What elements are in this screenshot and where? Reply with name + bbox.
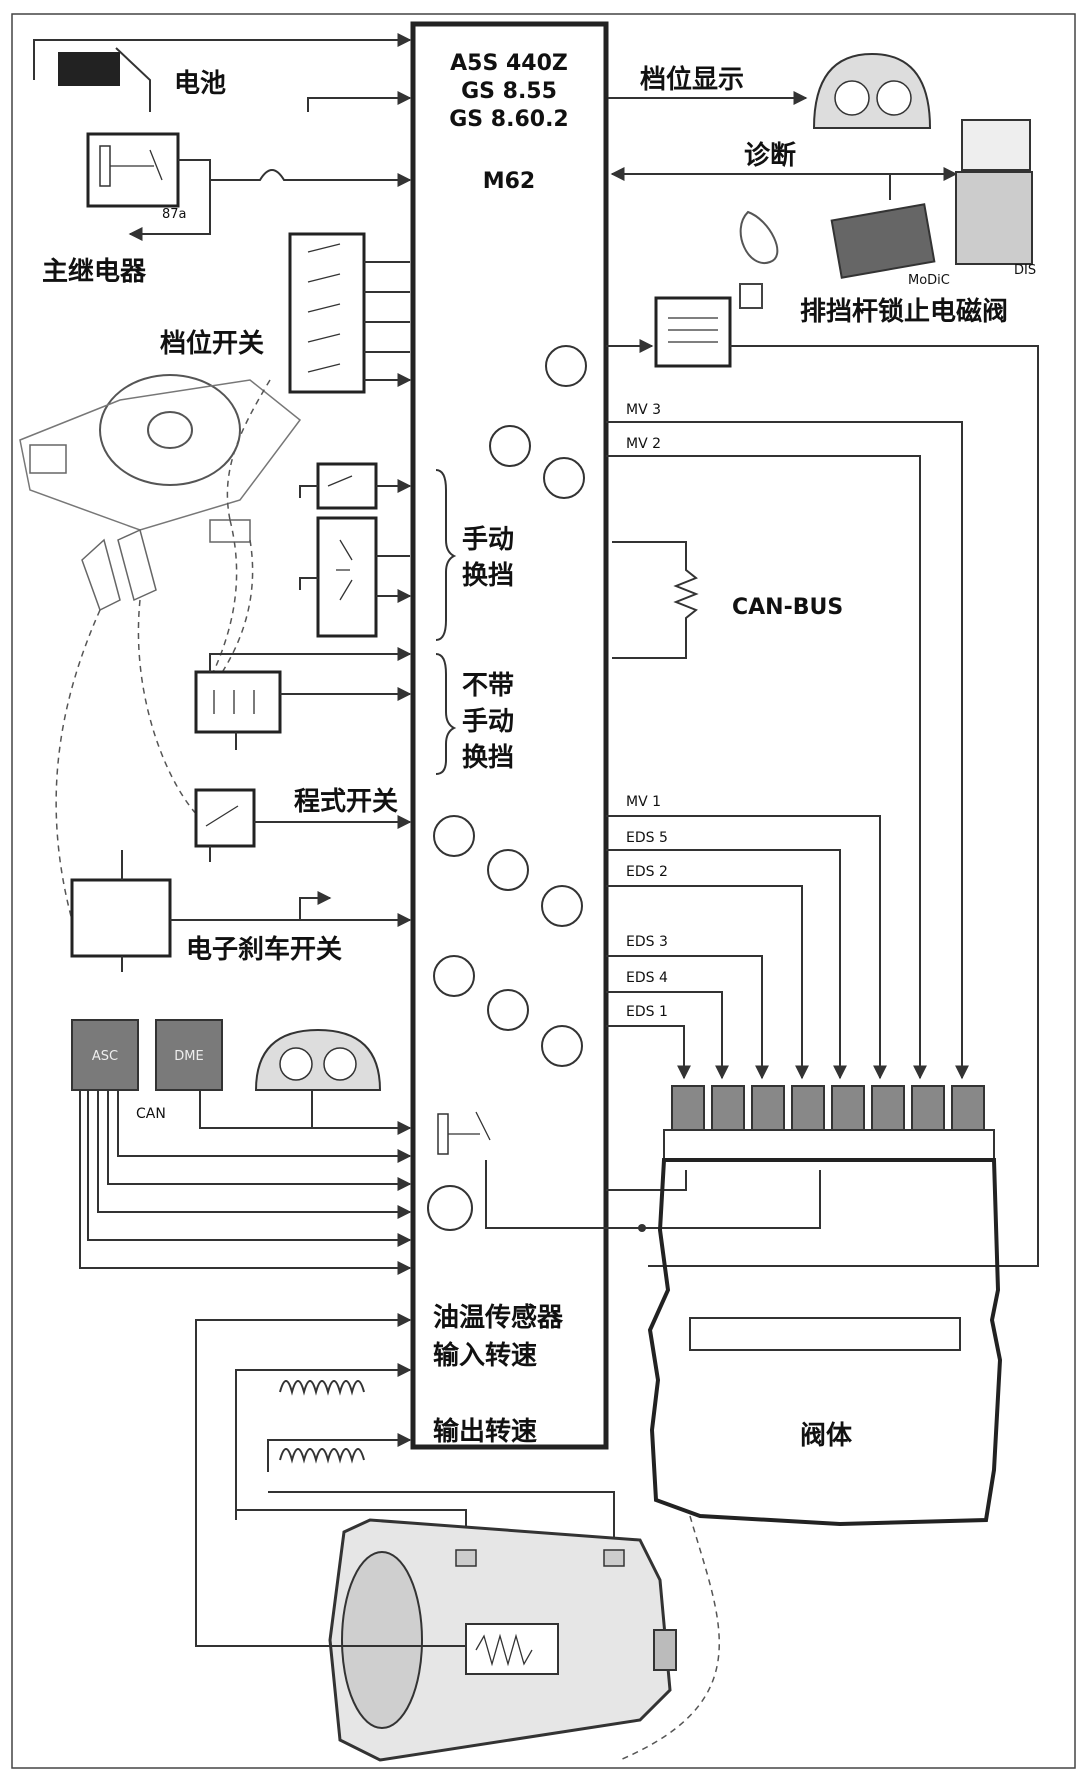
signal-mv1: MV 1 [626,794,661,810]
asc-module [71,1019,139,1091]
input-speed-wave [279,1380,365,1396]
gear-switch-label: 档位开关 [160,328,264,359]
signal-mv3: MV 3 [626,402,661,418]
brake-switch-box [70,878,172,958]
signal-eds4: EDS 4 [626,970,668,986]
program-switch-label: 程式开关 [294,787,398,817]
can-label: CAN [136,1106,166,1122]
no-manual-line-3: 换挡 [462,743,514,773]
shift-lever-icon [739,210,779,265]
shift-lock-label: 排挡杆锁止电磁阀 [800,296,1008,327]
ecu-box [410,21,609,1450]
solenoid-connectors [663,1085,995,1161]
gear-switch-box [288,232,366,394]
program-switch-group: 程式开关 [194,787,412,862]
solenoid-lines: MV 3 MV 2 MV 1 EDS 5 EDS 2 EDS 3 EDS 4 E… [606,402,969,1080]
signal-eds5: EDS 5 [626,830,668,846]
ecu-model-1: A5S 440Z [450,51,568,76]
gear-switch-group: 档位开关 [160,232,410,394]
gear-display-label: 档位显示 [640,64,744,95]
battery-icon [58,52,120,86]
ecu-model-2: GS 8.55 [461,79,557,104]
main-relay-box [86,132,180,208]
brake-switch-group: 电子刹车开关 [70,850,412,972]
instrument-cluster-left [254,1028,382,1091]
dme-module [155,1019,223,1091]
ecu-unit: A5S 440Z GS 8.55 GS 8.60.2 M62 油温传感器 输入转… [410,21,609,1450]
shift-lock-group: 排挡杆锁止电磁阀 [606,210,1039,1267]
no-manual-switch [194,670,282,734]
main-relay-group: 87a 主继电器 [42,132,412,287]
output-speed-label: 输出转速 [433,1416,537,1447]
dis-cart [955,171,1033,265]
manual-switch-1 [316,462,378,510]
modic-device [830,203,936,279]
signal-mv2: MV 2 [626,436,661,452]
valve-body-label: 阀体 [800,1421,853,1451]
manual-shift-line-1: 手动 [462,525,514,555]
program-switch-box [194,788,256,848]
relay-code: 87a [162,207,187,222]
gear-display-group: 档位显示 [608,52,932,129]
instrument-cluster-right [812,52,932,129]
input-speed-label: 输入转速 [433,1340,537,1371]
can-bus-resistor [612,541,699,659]
signal-eds3: EDS 3 [626,934,668,950]
valve-body-outline [647,1158,1003,1527]
diagnosis-label: 诊断 [744,140,796,171]
main-relay-label: 主继电器 [42,256,147,287]
modic-label: MoDiC [908,273,950,288]
no-manual-shift-group: 不带 手动 换挡 [194,647,514,775]
battery-label: 电池 [174,69,226,99]
can-bus-group: CAN-BUS [612,541,843,659]
output-speed-wave [279,1448,365,1464]
dis-label: DIS [1014,263,1036,278]
can-modules-group: ASC DME CAN [71,1019,412,1275]
shift-lock-solenoid [654,296,732,368]
no-manual-line-2: 手动 [462,707,514,737]
cockpit-illustration [19,374,302,612]
no-manual-line-1: 不带 [462,671,514,701]
battery-group: 电池 [33,33,412,112]
dis-monitor [961,119,1031,171]
outer-border [11,13,1076,1769]
valve-body-group: 阀体 [647,1158,1003,1527]
asc-label: ASC [92,1049,118,1064]
signal-eds2: EDS 2 [626,864,668,880]
ecu-model-4: M62 [483,169,536,194]
driver-transistors [427,345,587,1231]
signal-eds1: EDS 1 [626,1004,668,1020]
manual-shift-group: 手动 换挡 [299,462,514,641]
diagnosis-group: 诊断 MoDiC DIS [610,119,1036,288]
brake-switch-label: 电子刹车开关 [186,934,342,965]
manual-switch-2 [316,516,378,638]
can-bus-label: CAN-BUS [732,595,843,620]
lock-icon [739,283,763,309]
manual-shift-line-2: 换挡 [462,561,514,591]
dme-label: DME [174,1049,203,1064]
oil-temp-sensor-label: 油温传感器 [433,1303,564,1333]
ecu-model-3: GS 8.60.2 [449,107,569,132]
transmission-illustration [195,1515,720,1762]
